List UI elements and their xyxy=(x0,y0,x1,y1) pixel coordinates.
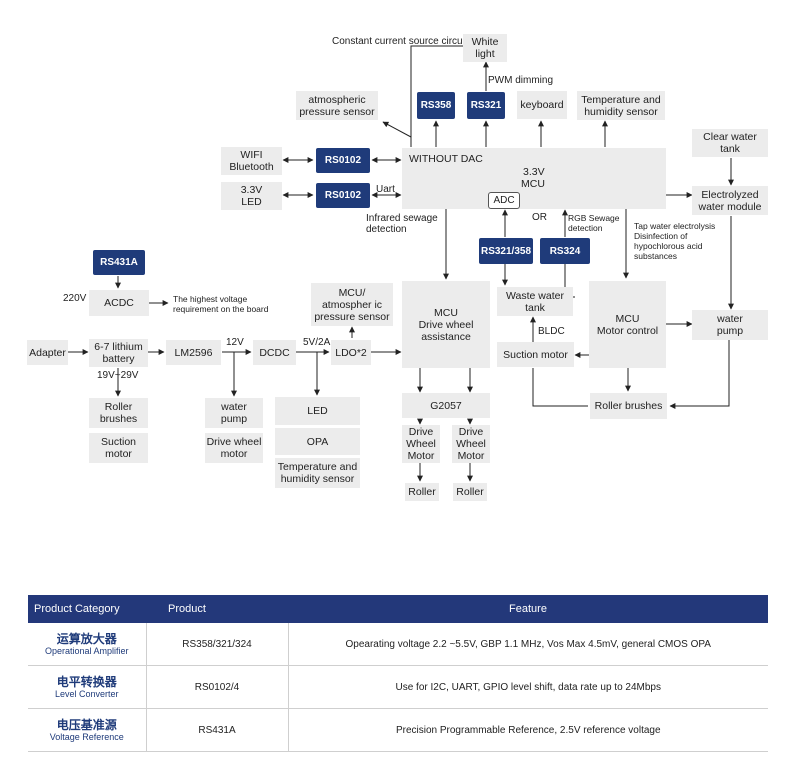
clear-water-tank-box: Clear water tank xyxy=(692,129,768,157)
suction-motor-mid-box: Suction motor xyxy=(497,342,574,367)
white-light-box: White light xyxy=(463,34,507,62)
constant-current-label: Constant current source circuit xyxy=(332,36,468,47)
waste-water-tank-box: Waste water tank xyxy=(497,287,573,316)
product-table: Product Category Product Feature 运算放大器 O… xyxy=(28,595,768,752)
suction-motor-left-box: Suction motor xyxy=(89,433,148,463)
connection-lines xyxy=(68,43,734,482)
roller-brushes-right-box: Roller brushes xyxy=(590,393,667,419)
mcu-motor-control-box: MCU Motor control xyxy=(589,281,666,368)
category-cell: 运算放大器 Operational Amplifier xyxy=(28,623,147,666)
acdc-box: ACDC xyxy=(89,290,149,316)
category-zh: 运算放大器 xyxy=(56,631,117,646)
drive-wheel-motor-left-box: Drive wheel motor xyxy=(205,433,263,463)
rs321-chip: RS321 xyxy=(467,92,505,119)
tap-water-label: Tap water electrolysis Disinfection of h… xyxy=(634,221,716,261)
header-product-category: Product Category xyxy=(28,595,146,623)
feature-cell: Opearating voltage 2.2 ~5.5V, GBP 1.1 MH… xyxy=(288,623,768,666)
mcu-voltage-label: 3.3V xyxy=(523,166,545,178)
bldc-label: BLDC xyxy=(538,326,565,337)
main-mcu-box xyxy=(402,148,666,209)
table-header-row: Product Category Product Feature xyxy=(28,595,768,623)
category-zh: 电平转换器 xyxy=(56,674,117,689)
header-product: Product xyxy=(146,595,288,623)
uart-label: Uart xyxy=(376,184,395,195)
without-dac-label: WITHOUT DAC xyxy=(409,153,483,165)
feature-cell: Precision Programmable Reference, 2.5V r… xyxy=(288,708,768,752)
product-cell: RS431A xyxy=(146,708,289,752)
rs324-chip: RS324 xyxy=(540,238,590,264)
roller-2-box: Roller xyxy=(453,483,487,501)
product-cell: RS358/321/324 xyxy=(146,623,289,666)
mcu-atmospheric-box: MCU/ atmospher ic pressure sensor xyxy=(311,283,393,326)
5v-2a-label: 5V/2A xyxy=(303,337,331,348)
220v-label: 220V xyxy=(63,293,87,304)
highest-voltage-label: The highest voltage requirement on the b… xyxy=(173,294,269,314)
category-zh: 电压基准源 xyxy=(56,717,117,732)
category-cell: 电平转换器 Level Converter xyxy=(28,665,147,709)
category-cell: 电压基准源 Voltage Reference xyxy=(28,708,147,752)
led-3v3-box: 3.3V LED xyxy=(221,182,282,210)
mcu-drive-wheel-box: MCU Drive wheel assistance xyxy=(402,281,490,368)
adapter-box: Adapter xyxy=(27,340,68,365)
table-row: 电压基准源 Voltage Reference RS431A Precision… xyxy=(28,708,768,752)
wifi-bluetooth-box: WIFI Bluetooth xyxy=(221,147,282,175)
keyboard-box: keyboard xyxy=(517,91,567,119)
roller-brushes-left-box: Roller brushes xyxy=(89,398,148,428)
rgb-detection-label: RGB Sewage detection xyxy=(568,213,620,233)
feature-cell: Use for I2C, UART, GPIO level shift, dat… xyxy=(288,665,768,709)
pwm-dimming-label: PWM dimming xyxy=(488,75,554,86)
table-row: 电平转换器 Level Converter RS0102/4 Use for I… xyxy=(28,665,768,709)
opa-box: OPA xyxy=(275,428,360,455)
ldo-box: LDO*2 xyxy=(331,340,371,365)
mcu-main-label: MCU xyxy=(521,178,545,190)
adc-block: ADC xyxy=(488,192,520,209)
infrared-detection-label: Infrared sewage detection xyxy=(366,213,438,235)
category-en: Operational Amplifier xyxy=(44,645,129,656)
table-row: 运算放大器 Operational Amplifier RS358/321/32… xyxy=(28,623,768,666)
temperature-sensor-top-box: Temperature and humidity sensor xyxy=(577,91,665,120)
rs431a-chip: RS431A xyxy=(93,250,145,275)
rs358-chip: RS358 xyxy=(417,92,455,119)
header-feature: Feature xyxy=(288,595,768,623)
19v-29v-label: 19V~29V xyxy=(97,370,139,381)
or-label: OR xyxy=(532,212,547,223)
water-pump-left-box: water pump xyxy=(205,398,263,428)
rs0102-chip-a: RS0102 xyxy=(316,148,370,173)
dcdc-box: DCDC xyxy=(253,340,296,365)
temperature-sensor-bottom-box: Temperature and humidity sensor xyxy=(275,458,360,488)
g2057-box: G2057 xyxy=(402,393,490,418)
drive-wheel-motor-2-box: Drive Wheel Motor xyxy=(452,425,490,463)
water-pump-right-box: water pump xyxy=(692,310,768,340)
atmospheric-pressure-box: atmospheric pressure sensor xyxy=(296,91,378,120)
category-en: Level Converter xyxy=(54,688,119,699)
category-en: Voltage Reference xyxy=(49,731,124,742)
lm2596-box: LM2596 xyxy=(166,340,221,365)
led-box: LED xyxy=(275,397,360,425)
electrolyzed-water-box: Electrolyzed water module xyxy=(692,186,768,215)
roller-1-box: Roller xyxy=(405,483,439,501)
12v-label: 12V xyxy=(226,337,244,348)
product-cell: RS0102/4 xyxy=(146,665,289,709)
rs0102-chip-b: RS0102 xyxy=(316,183,370,208)
drive-wheel-motor-1-box: Drive Wheel Motor xyxy=(402,425,440,463)
rs321-358-chip: RS321/358 xyxy=(479,238,533,264)
lithium-battery-box: 6-7 lithium battery xyxy=(89,339,148,367)
